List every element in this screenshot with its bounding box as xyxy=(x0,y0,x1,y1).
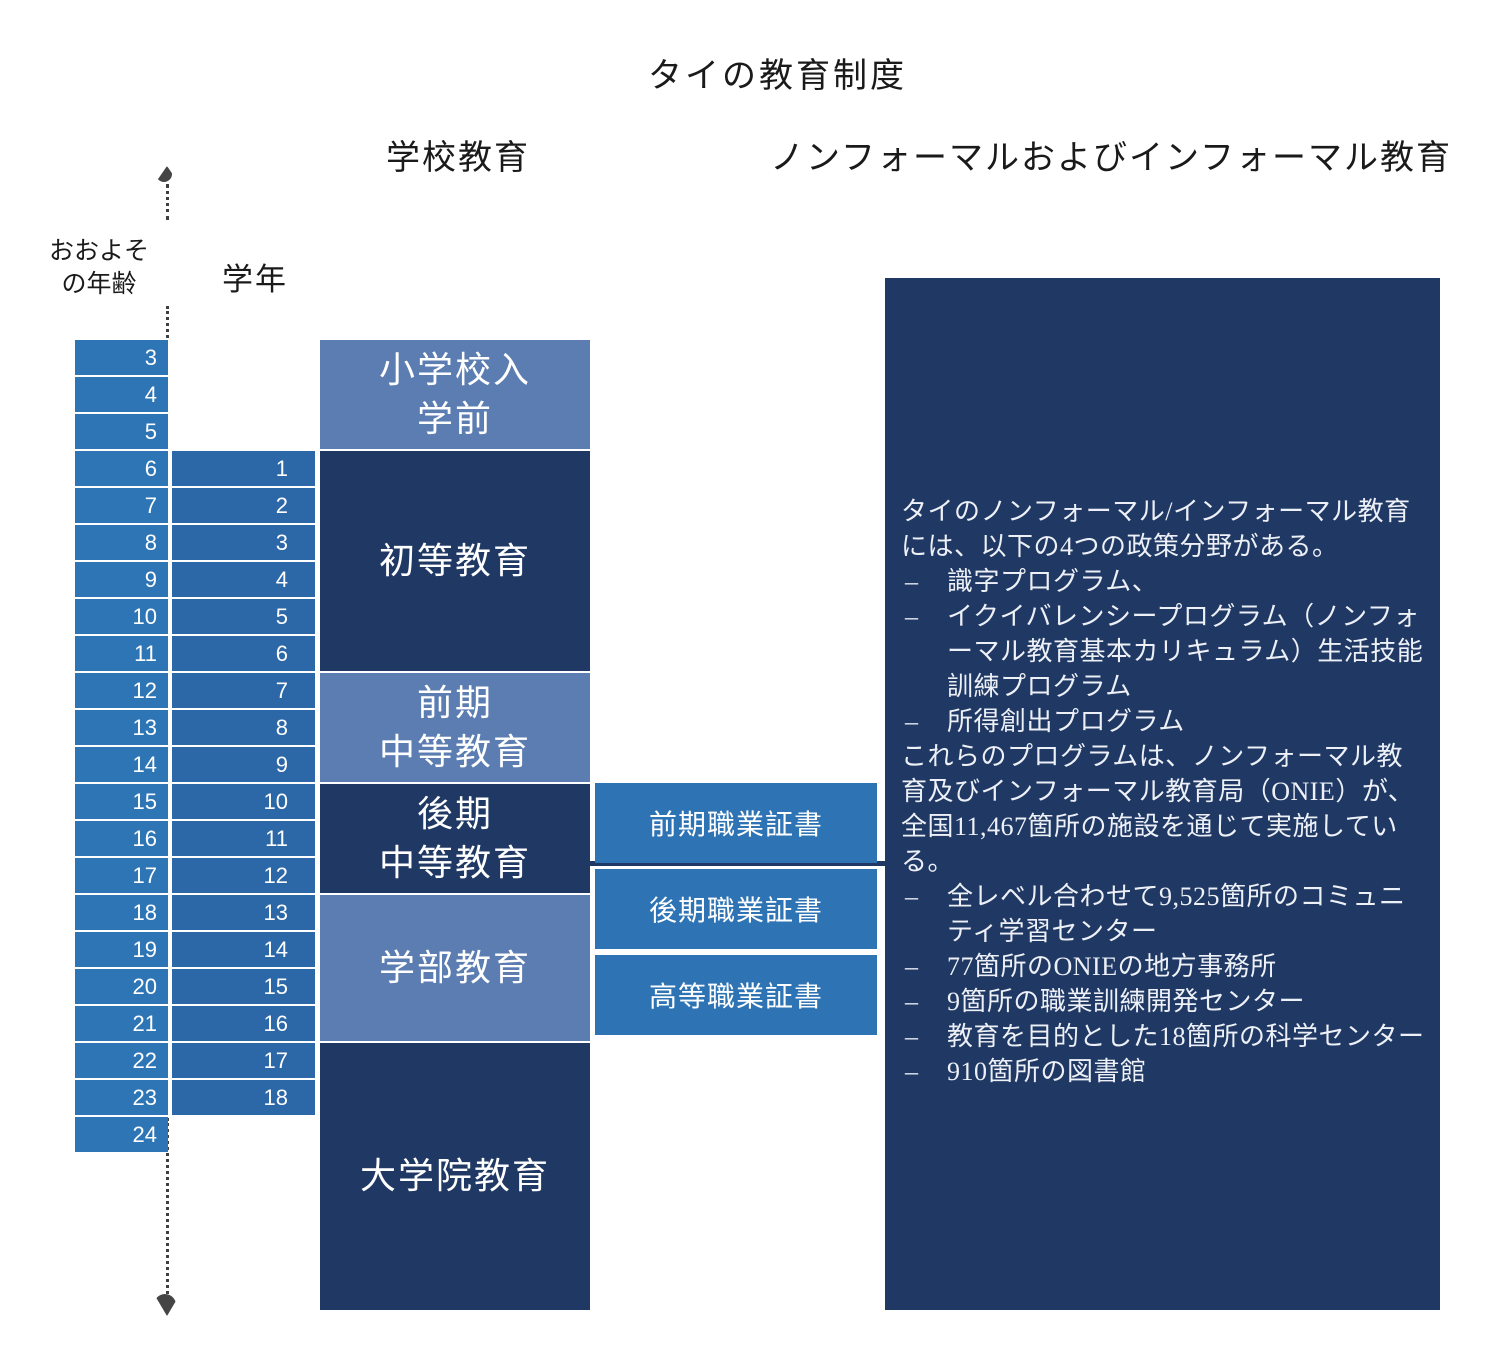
bullet-text: 識字プログラム、 xyxy=(947,567,1159,596)
info-bullet-item: –識字プログラム、 xyxy=(901,564,1428,599)
education-block-label: 学部教育 xyxy=(378,947,531,988)
age-cell: 17 xyxy=(75,858,168,893)
grade-cell: 8 xyxy=(172,710,315,745)
age-axis-down-arrow-icon xyxy=(154,1294,180,1316)
age-cell: 21 xyxy=(75,1006,168,1041)
grade-cell: 2 xyxy=(172,488,315,523)
bullet-text: 77箇所のONIEの地方事務所 xyxy=(947,952,1277,981)
education-block-graduate: 大学院教育 xyxy=(320,1043,590,1310)
school-education-header: 学校教育 xyxy=(386,140,530,177)
age-cell: 7 xyxy=(75,488,168,523)
grade-cell: 11 xyxy=(172,821,315,856)
grade-cell: 7 xyxy=(172,673,315,708)
bullet-dash: – xyxy=(905,567,919,596)
education-block-label: 大学院教育 xyxy=(359,1156,550,1197)
education-block-lower-secondary: 前期 中等教育 xyxy=(320,673,590,782)
age-cell: 6 xyxy=(75,451,168,486)
bullet-text: イクイバレンシープログラム（ノンフォーマル教育基本カリキュラム）生活技能訓練プロ… xyxy=(947,602,1424,701)
education-block-label: 前期 中等教育 xyxy=(378,682,531,772)
age-cell: 9 xyxy=(75,562,168,597)
age-axis-mid-dotted-line xyxy=(166,306,169,338)
age-cell: 11 xyxy=(75,636,168,671)
grade-cell: 13 xyxy=(172,895,315,930)
age-axis-up-arrow-icon xyxy=(156,166,178,182)
grade-cell: 4 xyxy=(172,562,315,597)
age-cell: 10 xyxy=(75,599,168,634)
education-block-label: 後期 中等教育 xyxy=(378,793,531,883)
age-axis-label: おおよそ の年齢 xyxy=(48,238,149,298)
bullet-dash: – xyxy=(905,882,919,911)
connector-line xyxy=(588,861,886,866)
grade-cell: 15 xyxy=(172,969,315,1004)
education-block-label: 小学校入 学前 xyxy=(378,349,531,439)
bullet-dash: – xyxy=(905,707,919,736)
age-cell: 8 xyxy=(75,525,168,560)
info-text: タイのノンフォーマル/インフォーマル教育には、以下の4つの政策分野がある。–識字… xyxy=(885,278,1440,1089)
info-paragraph: タイのノンフォーマル/インフォーマル教育には、以下の4つの政策分野がある。 xyxy=(901,497,1411,561)
grade-cell: 3 xyxy=(172,525,315,560)
nonformal-info-box: タイのノンフォーマル/インフォーマル教育には、以下の4つの政策分野がある。–識字… xyxy=(885,278,1440,1310)
grade-cell: 16 xyxy=(172,1006,315,1041)
age-cell: 19 xyxy=(75,932,168,967)
vocational-certificate-box: 高等職業証書 xyxy=(595,955,877,1035)
info-bullet-item: –イクイバレンシープログラム（ノンフォーマル教育基本カリキュラム）生活技能訓練プ… xyxy=(901,599,1428,704)
vocational-certificate-label: 後期職業証書 xyxy=(648,896,823,927)
grade-cell: 18 xyxy=(172,1080,315,1115)
bullet-text: 教育を目的とした18箇所の科学センター xyxy=(947,1022,1425,1051)
diagram-title: タイの教育制度 xyxy=(648,58,907,95)
age-cell: 16 xyxy=(75,821,168,856)
education-block-undergraduate: 学部教育 xyxy=(320,895,590,1041)
grade-cell: 14 xyxy=(172,932,315,967)
info-paragraph: これらのプログラムは、ノンフォーマル教育及びインフォーマル教育局（ONIE）が、… xyxy=(901,742,1415,876)
age-cell: 20 xyxy=(75,969,168,1004)
bullet-dash: – xyxy=(905,987,919,1016)
grade-axis-label: 学年 xyxy=(222,262,288,297)
education-block-primary: 初等教育 xyxy=(320,451,590,671)
info-bullet-item: –所得創出プログラム xyxy=(901,704,1428,739)
info-bullet-item: –全レベル合わせて9,525箇所のコミュニティ学習センター xyxy=(901,879,1428,949)
vocational-certificate-label: 高等職業証書 xyxy=(648,982,823,1013)
age-axis-top-dotted-line xyxy=(166,184,169,220)
bullet-dash: – xyxy=(905,1057,919,1086)
age-cell: 23 xyxy=(75,1080,168,1115)
age-cell: 4 xyxy=(75,377,168,412)
grade-cell: 5 xyxy=(172,599,315,634)
age-axis-bottom-dotted-line xyxy=(166,1118,169,1294)
age-cell: 12 xyxy=(75,673,168,708)
nonformal-education-header: ノンフォーマルおよびインフォーマル教育 xyxy=(770,140,1452,177)
education-block-label: 初等教育 xyxy=(378,540,531,581)
vocational-certificate-box: 前期職業証書 xyxy=(595,783,877,863)
age-cell: 18 xyxy=(75,895,168,930)
bullet-text: 全レベル合わせて9,525箇所のコミュニティ学習センター xyxy=(947,882,1406,946)
grade-cell: 9 xyxy=(172,747,315,782)
bullet-text: 910箇所の図書館 xyxy=(947,1057,1147,1086)
info-bullet-item: –910箇所の図書館 xyxy=(901,1054,1428,1089)
grade-cell: 17 xyxy=(172,1043,315,1078)
grade-cell: 6 xyxy=(172,636,315,671)
vocational-certificate-box: 後期職業証書 xyxy=(595,869,877,949)
grade-cell: 10 xyxy=(172,784,315,819)
grade-cell: 12 xyxy=(172,858,315,893)
bullet-dash: – xyxy=(905,1022,919,1051)
age-cell: 22 xyxy=(75,1043,168,1078)
bullet-dash: – xyxy=(905,602,919,631)
education-block-upper-secondary: 後期 中等教育 xyxy=(320,784,590,893)
age-cell: 5 xyxy=(75,414,168,449)
grade-cell: 1 xyxy=(172,451,315,486)
vocational-certificate-label: 前期職業証書 xyxy=(648,810,823,841)
info-bullet-item: –9箇所の職業訓練開発センター xyxy=(901,984,1428,1019)
education-block-pre-primary: 小学校入 学前 xyxy=(320,340,590,449)
age-cell: 24 xyxy=(75,1117,168,1152)
age-cell: 14 xyxy=(75,747,168,782)
info-bullet-item: –77箇所のONIEの地方事務所 xyxy=(901,949,1428,984)
age-cell: 15 xyxy=(75,784,168,819)
bullet-text: 所得創出プログラム xyxy=(947,707,1185,736)
bullet-dash: – xyxy=(905,952,919,981)
bullet-text: 9箇所の職業訓練開発センター xyxy=(947,987,1306,1016)
age-cell: 3 xyxy=(75,340,168,375)
info-bullet-item: –教育を目的とした18箇所の科学センター xyxy=(901,1019,1428,1054)
age-cell: 13 xyxy=(75,710,168,745)
